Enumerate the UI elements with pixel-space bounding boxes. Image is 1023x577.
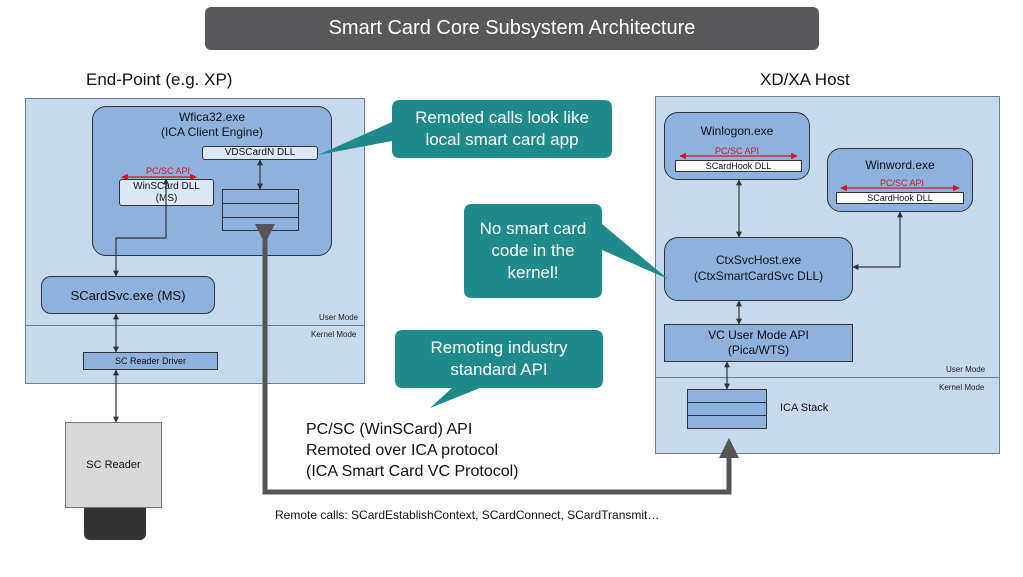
- host-user-mode-label: User Mode: [946, 365, 986, 374]
- remote-calls-caption: Remote calls: SCardEstablishContext, SCa…: [275, 508, 660, 522]
- host-heading: XD/XA Host: [760, 70, 850, 89]
- winlogon-scardhook-dll: SCardHook DLL: [675, 160, 802, 172]
- winword-scardhook-dll: SCardHook DLL: [836, 192, 964, 204]
- host-mode-divider: [655, 377, 1000, 378]
- callout-remoted-line2: local smart card app: [425, 130, 579, 149]
- callout-remoted-calls: Remoted calls look like local smart card …: [392, 100, 612, 158]
- ica-protocol-path: [255, 224, 739, 495]
- protocol-note-line3: (ICA Smart Card VC Protocol): [306, 462, 519, 480]
- callout-no-kernel-line3: kernel!: [507, 263, 559, 283]
- winword-label: Winword.exe: [865, 158, 935, 172]
- thin-connectors: [113, 159, 903, 423]
- pcsc-api-arrows: [121, 152, 960, 192]
- callout-remoted-line1: Remoted calls look like: [415, 107, 589, 127]
- protocol-note: PC/SC (WinSCard) API Remoted over ICA pr…: [306, 420, 519, 482]
- callout-no-kernel-line1: No smart card: [479, 218, 587, 238]
- vc-api-sub: (Pica/WTS): [727, 343, 790, 357]
- client-engine-name: Wfica32.exe: [178, 110, 246, 124]
- diagram-title: Smart Card Core Subsystem Architecture: [205, 7, 819, 50]
- client-engine-sub: (ICA Client Engine): [160, 125, 264, 139]
- endpoint-heading: End-Point (e.g. XP): [86, 70, 233, 89]
- client-engine-label: Wfica32.exe (ICA Client Engine): [92, 110, 332, 140]
- callout-industry-line2: standard API: [450, 360, 548, 379]
- callout-industry-line1: Remoting industry: [430, 337, 568, 357]
- sc-reader-base: [84, 508, 146, 540]
- callout-no-kernel-line2: code in the: [491, 240, 575, 260]
- protocol-note-line2: Remoted over ICA protocol: [306, 441, 499, 459]
- sc-reader-device: SC Reader: [65, 422, 162, 508]
- ica-stack-label: ICA Stack: [780, 402, 829, 414]
- endpoint-pcsc-api-label: PC/SC API: [146, 166, 191, 176]
- protocol-note-line1: PC/SC (WinSCard) API: [306, 421, 473, 438]
- callout-industry-api: Remoting industry standard API: [395, 330, 603, 388]
- winlogon-pcsc-api-label: PC/SC API: [715, 146, 760, 156]
- sc-reader-driver-box: SC Reader Driver: [83, 352, 218, 370]
- winword-pcsc-api-label: PC/SC API: [880, 178, 925, 188]
- endpoint-mode-divider: [25, 325, 365, 326]
- host-kernel-mode-label: Kernel Mode: [939, 383, 985, 392]
- winlogon-label: Winlogon.exe: [700, 124, 774, 138]
